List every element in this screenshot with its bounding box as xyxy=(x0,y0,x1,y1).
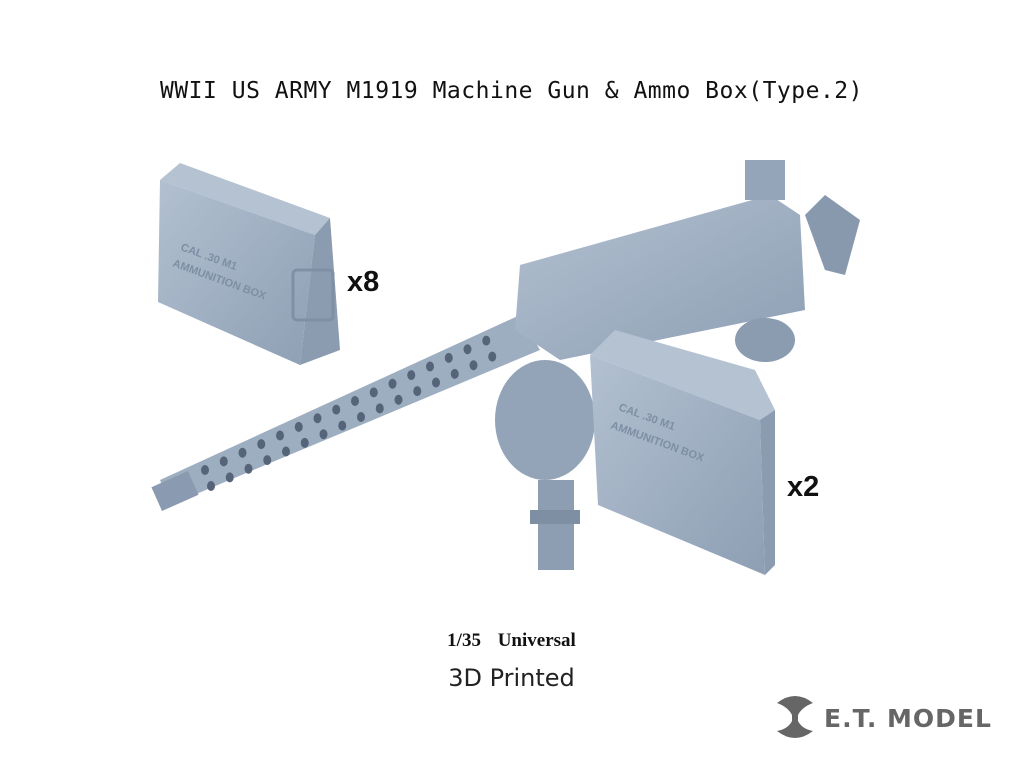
gun-mount xyxy=(495,360,595,570)
gun-receiver xyxy=(515,160,860,362)
barrel-hole xyxy=(257,439,266,450)
barrel-hole xyxy=(300,437,309,448)
barrel-hole xyxy=(225,472,234,483)
barrel-hole xyxy=(482,335,491,346)
barrel-hole xyxy=(201,465,209,475)
gun-barrel xyxy=(151,315,540,512)
barrel-hole xyxy=(413,386,422,397)
ammo-box-left: CAL .30 M1 AMMUNITION BOX xyxy=(158,163,340,365)
barrel-hole xyxy=(369,387,378,398)
barrel-hole xyxy=(450,368,459,379)
process-label: 3D Printed xyxy=(448,664,575,692)
barrel-hole xyxy=(338,420,347,431)
barrel-hole xyxy=(463,344,472,355)
barrel-hole xyxy=(426,361,434,372)
barrel-hole xyxy=(407,370,416,381)
barrel-hole xyxy=(244,463,253,474)
brand-name: E.T. MODEL xyxy=(824,703,992,733)
ammo-box-right: CAL .30 M1 AMMUNITION BOX xyxy=(590,330,775,575)
barrel-hole xyxy=(351,396,359,406)
product-title: WWII US ARMY M1919 Machine Gun & Ammo Bo… xyxy=(159,78,863,104)
barrel-hole xyxy=(282,446,290,457)
barrel-hole xyxy=(432,377,440,388)
scale-label: 1/35 Universal xyxy=(447,630,576,651)
barrel-hole xyxy=(294,421,303,432)
barrel-hole xyxy=(444,352,453,363)
barrel-hole xyxy=(357,412,365,422)
barrel-hole xyxy=(238,447,247,458)
barrel-hole xyxy=(313,413,322,424)
gun-quantity: x2 xyxy=(787,471,820,503)
ammo-box-quantity: x8 xyxy=(347,266,380,298)
barrel-hole xyxy=(276,430,284,441)
barrel-hole xyxy=(388,378,397,389)
barrel-hole xyxy=(375,403,384,414)
barrel-hole xyxy=(469,360,478,371)
barrel-hole xyxy=(332,404,341,415)
barrel-hole xyxy=(263,455,272,466)
barrel-hole xyxy=(219,456,228,467)
barrel-hole xyxy=(488,351,497,362)
barrel-hole xyxy=(394,394,403,405)
brand-logo-icon xyxy=(777,696,813,738)
barrel-hole xyxy=(207,481,215,491)
brand-logo: E.T. MODEL xyxy=(772,695,992,741)
barrel-hole xyxy=(319,429,328,440)
